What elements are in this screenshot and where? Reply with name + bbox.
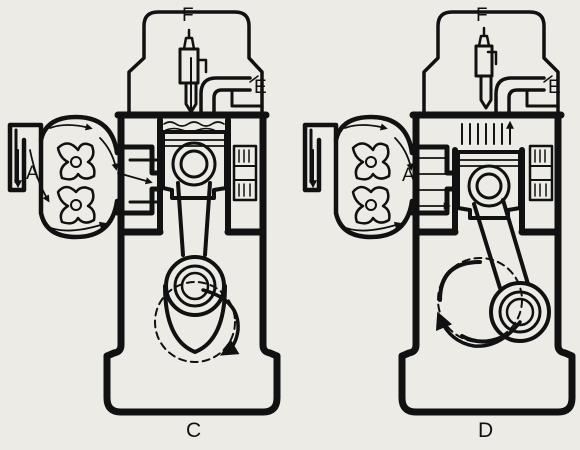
cylinder-head-d [422,10,560,117]
blower-rotor-top-d [351,142,391,181]
engine-d [302,10,576,416]
side-port-arrows-c [238,149,251,197]
blower-shaft-bottom-c [70,199,82,211]
callout-f-c: F [182,5,194,26]
injector-body-c [178,47,200,85]
exhaust-pipe-ext-c [230,88,264,108]
side-port-arrows-d [534,149,547,197]
piston-c [161,130,228,200]
crank-path-c [154,281,236,363]
cylinder-wall-left-c [117,111,164,236]
blower-rotor-bottom-d [351,185,391,225]
injector-cap-d [486,50,498,66]
cylinder-wall-right-d [518,111,562,236]
injector-tip-d [479,74,493,110]
side-port-box-c [232,144,258,202]
blower-housing-c [38,114,120,240]
exhaust-pipe-outer-c [199,76,252,117]
exhaust-pipe-inner-d [507,88,546,117]
fuel-line-c [196,58,208,74]
exhaust-callout-c [249,75,259,83]
crank-web-d [438,260,502,344]
injector-body-d [474,44,494,78]
exhaust-callout-d [543,75,553,83]
blower-flow-arrows-d [344,123,388,131]
piston-rings-c [162,139,227,147]
piston-d [456,150,522,220]
engine-label-d: D [478,419,494,442]
wrist-pin-outer-c [171,141,217,187]
engine-c [7,10,281,416]
inlet-arrows-d [419,157,448,206]
blower-flow-arrows-c [49,123,93,131]
blower-inlet-d [302,122,339,193]
exhaust-pipe-ext-d [525,88,560,108]
side-port-box-d [528,144,554,202]
scavenge-arrows-d [461,124,510,145]
crank-journal-inner-c [180,271,210,301]
blower-flow-arrows-3-c [45,221,107,232]
crank-journal-mid-d [498,290,542,334]
crankcase-d [398,228,576,416]
blower-flow-arrows-2-d [394,137,414,171]
manifold-arrow-c [117,172,153,185]
callout-a-d: A [402,165,415,186]
callout-e-c: E [254,77,267,98]
callout-f-d: F [476,5,488,26]
side-port-divider-c [233,165,257,181]
engine-label-c: C [186,419,202,442]
wrist-pin-inner-c [179,149,209,179]
rotation-arrow-c [201,288,240,356]
wrist-pin-outer-d [467,164,511,208]
blower-housing-d [333,114,415,240]
crankcase-c [103,228,281,416]
connecting-rod-d [472,198,530,290]
side-port-divider-d [529,165,553,181]
blower-flow-arrows-3-d [340,221,402,232]
inlet-manifold-inner-c [128,158,162,204]
blower-inlet-c [7,122,44,193]
crank-journal-outer-d [489,281,551,343]
blower-shaft-top-d [365,156,377,168]
connecting-rod-c [176,181,212,257]
blower-shaft-bottom-d [365,199,377,211]
cylinder-wall-right-c [224,111,267,236]
rotation-arrow-d [435,311,522,348]
blower-shaft-top-c [70,156,82,168]
exhaust-pipe-inner-c [212,88,252,117]
injector-top-c [182,28,196,51]
blower-flow-arrows-2-c [99,137,119,171]
crank-journal-inner-d [505,297,535,327]
callout-a-c: A [26,163,39,184]
callout-e-d: E [548,77,561,98]
blower-flow-arrows-4-c [29,149,50,203]
injector-top-d [477,26,491,48]
cylinder-wall-left-d [412,111,459,236]
cylinder-head-c [127,10,264,117]
crank-web-c [163,284,227,354]
crank-journal-mid-c [173,264,217,308]
blower-rotor-top-c [56,142,96,181]
exhaust-pipe-outer-d [494,76,546,117]
wrist-pin-inner-d [475,172,503,200]
blower-rotor-bottom-c [56,185,96,225]
